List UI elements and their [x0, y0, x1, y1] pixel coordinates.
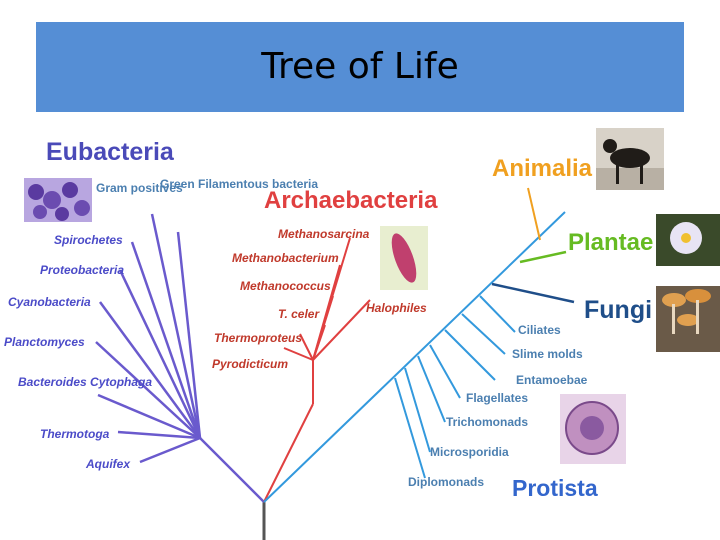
archaea-cell-image [380, 226, 428, 290]
cyanobacteria-label: Cyanobacteria [8, 295, 91, 309]
methanobacterium-label: Methanobacterium [232, 251, 339, 265]
archaebacteria-branches [263, 237, 371, 503]
animalia-branch [527, 187, 541, 241]
thermotoga-label: Thermotoga [40, 427, 110, 441]
gram-positives-text: Gram positives [96, 181, 183, 195]
archaebacteria-label: Archaebacteria [264, 187, 438, 214]
thermoproteus-label: Thermoproteus [214, 331, 302, 345]
ciliates-label: Ciliates [518, 323, 561, 337]
eubacteria-label: Eubacteria [46, 138, 175, 166]
halophiles-label: Halophiles [366, 301, 427, 315]
slime-molds-label: Slime molds [512, 347, 583, 361]
slide-title: Tree of Life [261, 46, 459, 87]
plantae-branch [519, 250, 567, 264]
flower-image [656, 214, 720, 266]
green-filamentous-label: Green Filamentous bacteria [160, 177, 318, 191]
dog-image [596, 128, 664, 190]
green-filamentous-text: Green Filamentous bacteria [160, 177, 318, 191]
mushroom-image [656, 286, 720, 352]
t-celer-label: T. celer [278, 307, 320, 321]
bacteroides-cytophaga-label: Bacteroides Cytophaga [18, 375, 152, 389]
methanosarcina-label: Methanosarcina [278, 227, 370, 241]
diplomonads-label: Diplomonads [408, 475, 484, 489]
trichomonads-label: Trichomonads [446, 415, 528, 429]
pyrodicticum-label: Pyrodicticum [212, 357, 288, 371]
methanococcus-label: Methanococcus [240, 279, 331, 293]
bacteria-cluster-image [24, 178, 92, 222]
protist-cell-image [560, 394, 626, 464]
gram-positives-label: Gram positives [96, 181, 183, 195]
flagellates-label: Flagellates [466, 391, 528, 405]
fungi-label: Fungi [584, 296, 652, 324]
eukarya-branches [263, 211, 566, 503]
aquifex-label: Aquifex [85, 457, 131, 471]
proteobacteria-label: Proteobacteria [40, 263, 124, 277]
title-bar: Tree of Life [36, 22, 684, 112]
animalia-label: Animalia [492, 155, 593, 182]
microsporidia-label: Microsporidia [430, 445, 509, 459]
planctomyces-label: Planctomyces [4, 335, 85, 349]
eubacteria-branches [95, 213, 265, 503]
protista-label: Protista [512, 475, 598, 501]
spirochetes-label: Spirochetes [54, 233, 123, 247]
plantae-label: Plantae [568, 229, 653, 256]
entamoebae-label: Entamoebae [516, 373, 588, 387]
fungi-branch [491, 282, 575, 304]
